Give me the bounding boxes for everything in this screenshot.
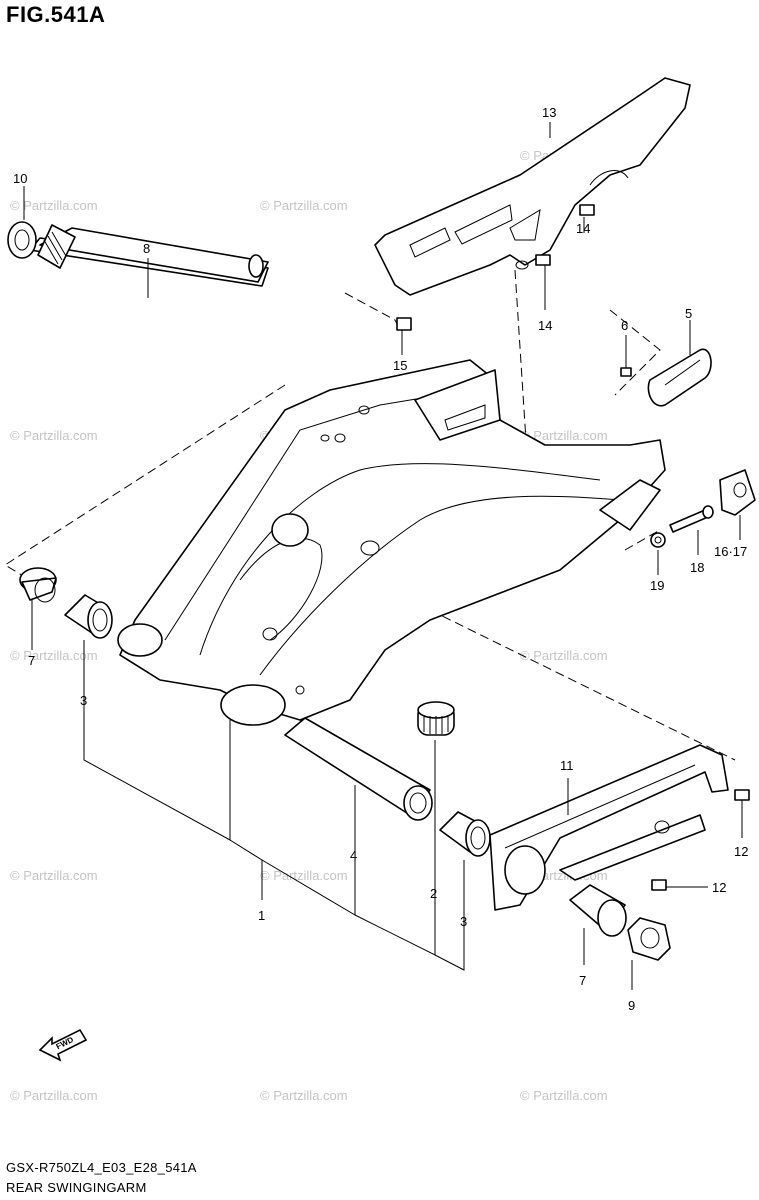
callout-4: 4 [350,848,357,863]
watermark: © Partzilla.com [10,648,98,663]
chain-cover-part-13 [374,77,691,296]
callout-8: 8 [143,241,150,256]
figure-code: GSX-R750ZL4_E03_E28_541A [6,1160,197,1175]
pivot-nut-part-9 [627,917,671,961]
watermark: © Partzilla.com [520,648,608,663]
axle-nut-part-10 [7,221,37,259]
callout-11: 11 [560,758,574,773]
collar-part-7-left [19,567,57,603]
collar-part-7-right [569,884,627,937]
callout-19: 19 [650,578,664,593]
swingarm-part-1 [117,359,666,726]
callout-3: 3 [460,914,467,929]
leader-lines [23,122,743,990]
callout-9: 9 [628,998,635,1013]
callout-13: 13 [542,105,556,120]
washer-part-19 [650,532,666,548]
callout-12: 12 [712,880,726,895]
watermark: © Partzilla.com [520,1088,608,1103]
figure-name: REAR SWINGINGARM [6,1180,147,1195]
watermark: © Partzilla.com [520,428,608,443]
chain-guide-part-11 [489,744,729,911]
watermark: © Partzilla.com [260,868,348,883]
forward-arrow-icon: FWD [38,1028,88,1062]
bolt-part-15 [396,317,412,331]
bearing-part-2 [417,701,455,736]
adjuster-block-part-16-17 [719,469,756,516]
watermark: © Partzilla.com [10,868,98,883]
bushing-part-3-right [439,811,491,857]
watermark: © Partzilla.com [10,1088,98,1103]
bushing-part-3-left [64,594,113,639]
callout-16-17: 16·17 [714,544,747,559]
callout-12: 12 [734,844,748,859]
figure-title: FIG.541A [6,2,106,27]
callout-5: 5 [685,306,692,321]
adjuster-part-5 [647,348,712,407]
bolt-part-6 [620,367,632,377]
callout-2: 2 [430,886,437,901]
callout-1: 1 [258,908,265,923]
callout-15: 15 [393,358,407,373]
watermark: © Partzilla.com [260,198,348,213]
callout-18: 18 [690,560,704,575]
callout-7: 7 [579,973,586,988]
callout-7: 7 [28,653,35,668]
callout-6: 6 [621,318,628,333]
bolts-part-14 [535,204,595,266]
callout-labels: 10 8 13 14 14 15 6 5 16·17 18 19 7 3 1 4… [13,105,748,1013]
watermark: © Partzilla.com [10,198,98,213]
callout-10: 10 [13,171,27,186]
spacer-part-4 [284,717,433,821]
axle-shaft-part-8 [29,224,269,287]
callout-14: 14 [576,221,590,236]
watermark: © Partzilla.com [10,428,98,443]
bolt-part-18 [669,505,714,533]
watermark: © Partzilla.com [260,1088,348,1103]
callout-14: 14 [538,318,552,333]
callout-3: 3 [80,693,87,708]
